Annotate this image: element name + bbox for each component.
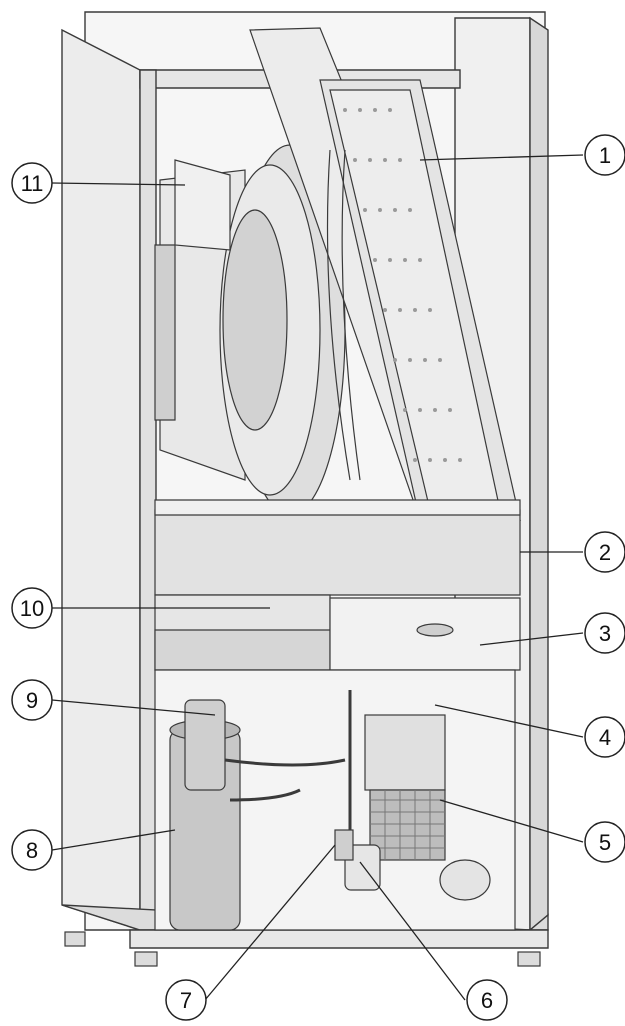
- svg-text:1: 1: [599, 143, 611, 168]
- svg-text:2: 2: [599, 540, 611, 565]
- svg-text:3: 3: [599, 621, 611, 646]
- callout-1: 1: [584, 134, 625, 176]
- svg-text:4: 4: [599, 725, 611, 750]
- callout-10: 10: [11, 587, 53, 629]
- svg-text:6: 6: [481, 988, 493, 1013]
- drip-tray: [154, 499, 521, 596]
- svg-text:8: 8: [26, 838, 38, 863]
- evaporator: [249, 27, 521, 521]
- evaporator-holes: [343, 108, 462, 462]
- callout-7: 7: [165, 979, 207, 1021]
- fan-assembly: [154, 144, 346, 516]
- svg-text:5: 5: [599, 830, 611, 855]
- svg-text:11: 11: [21, 171, 44, 196]
- filter-mesh: [370, 790, 445, 860]
- feet: [64, 931, 541, 967]
- callout-2: 2: [584, 531, 625, 573]
- mounting-plate: [329, 597, 521, 671]
- svg-text:7: 7: [180, 988, 192, 1013]
- callout-9: 9: [11, 679, 53, 721]
- callout-3: 3: [584, 612, 625, 654]
- callout-5: 5: [584, 821, 625, 863]
- svg-text:9: 9: [26, 688, 38, 713]
- callout-8: 8: [11, 829, 53, 871]
- electrical-box: [154, 594, 331, 671]
- lower-compartment: [154, 669, 516, 931]
- callout-4: 4: [584, 716, 625, 758]
- svg-text:10: 10: [20, 596, 44, 621]
- callouts: 1 2 3 4 5 6 7 8: [11, 134, 625, 1021]
- callout-6: 6: [466, 979, 508, 1021]
- callout-11: 11: [11, 162, 53, 204]
- leader-lines: [51, 154, 584, 1001]
